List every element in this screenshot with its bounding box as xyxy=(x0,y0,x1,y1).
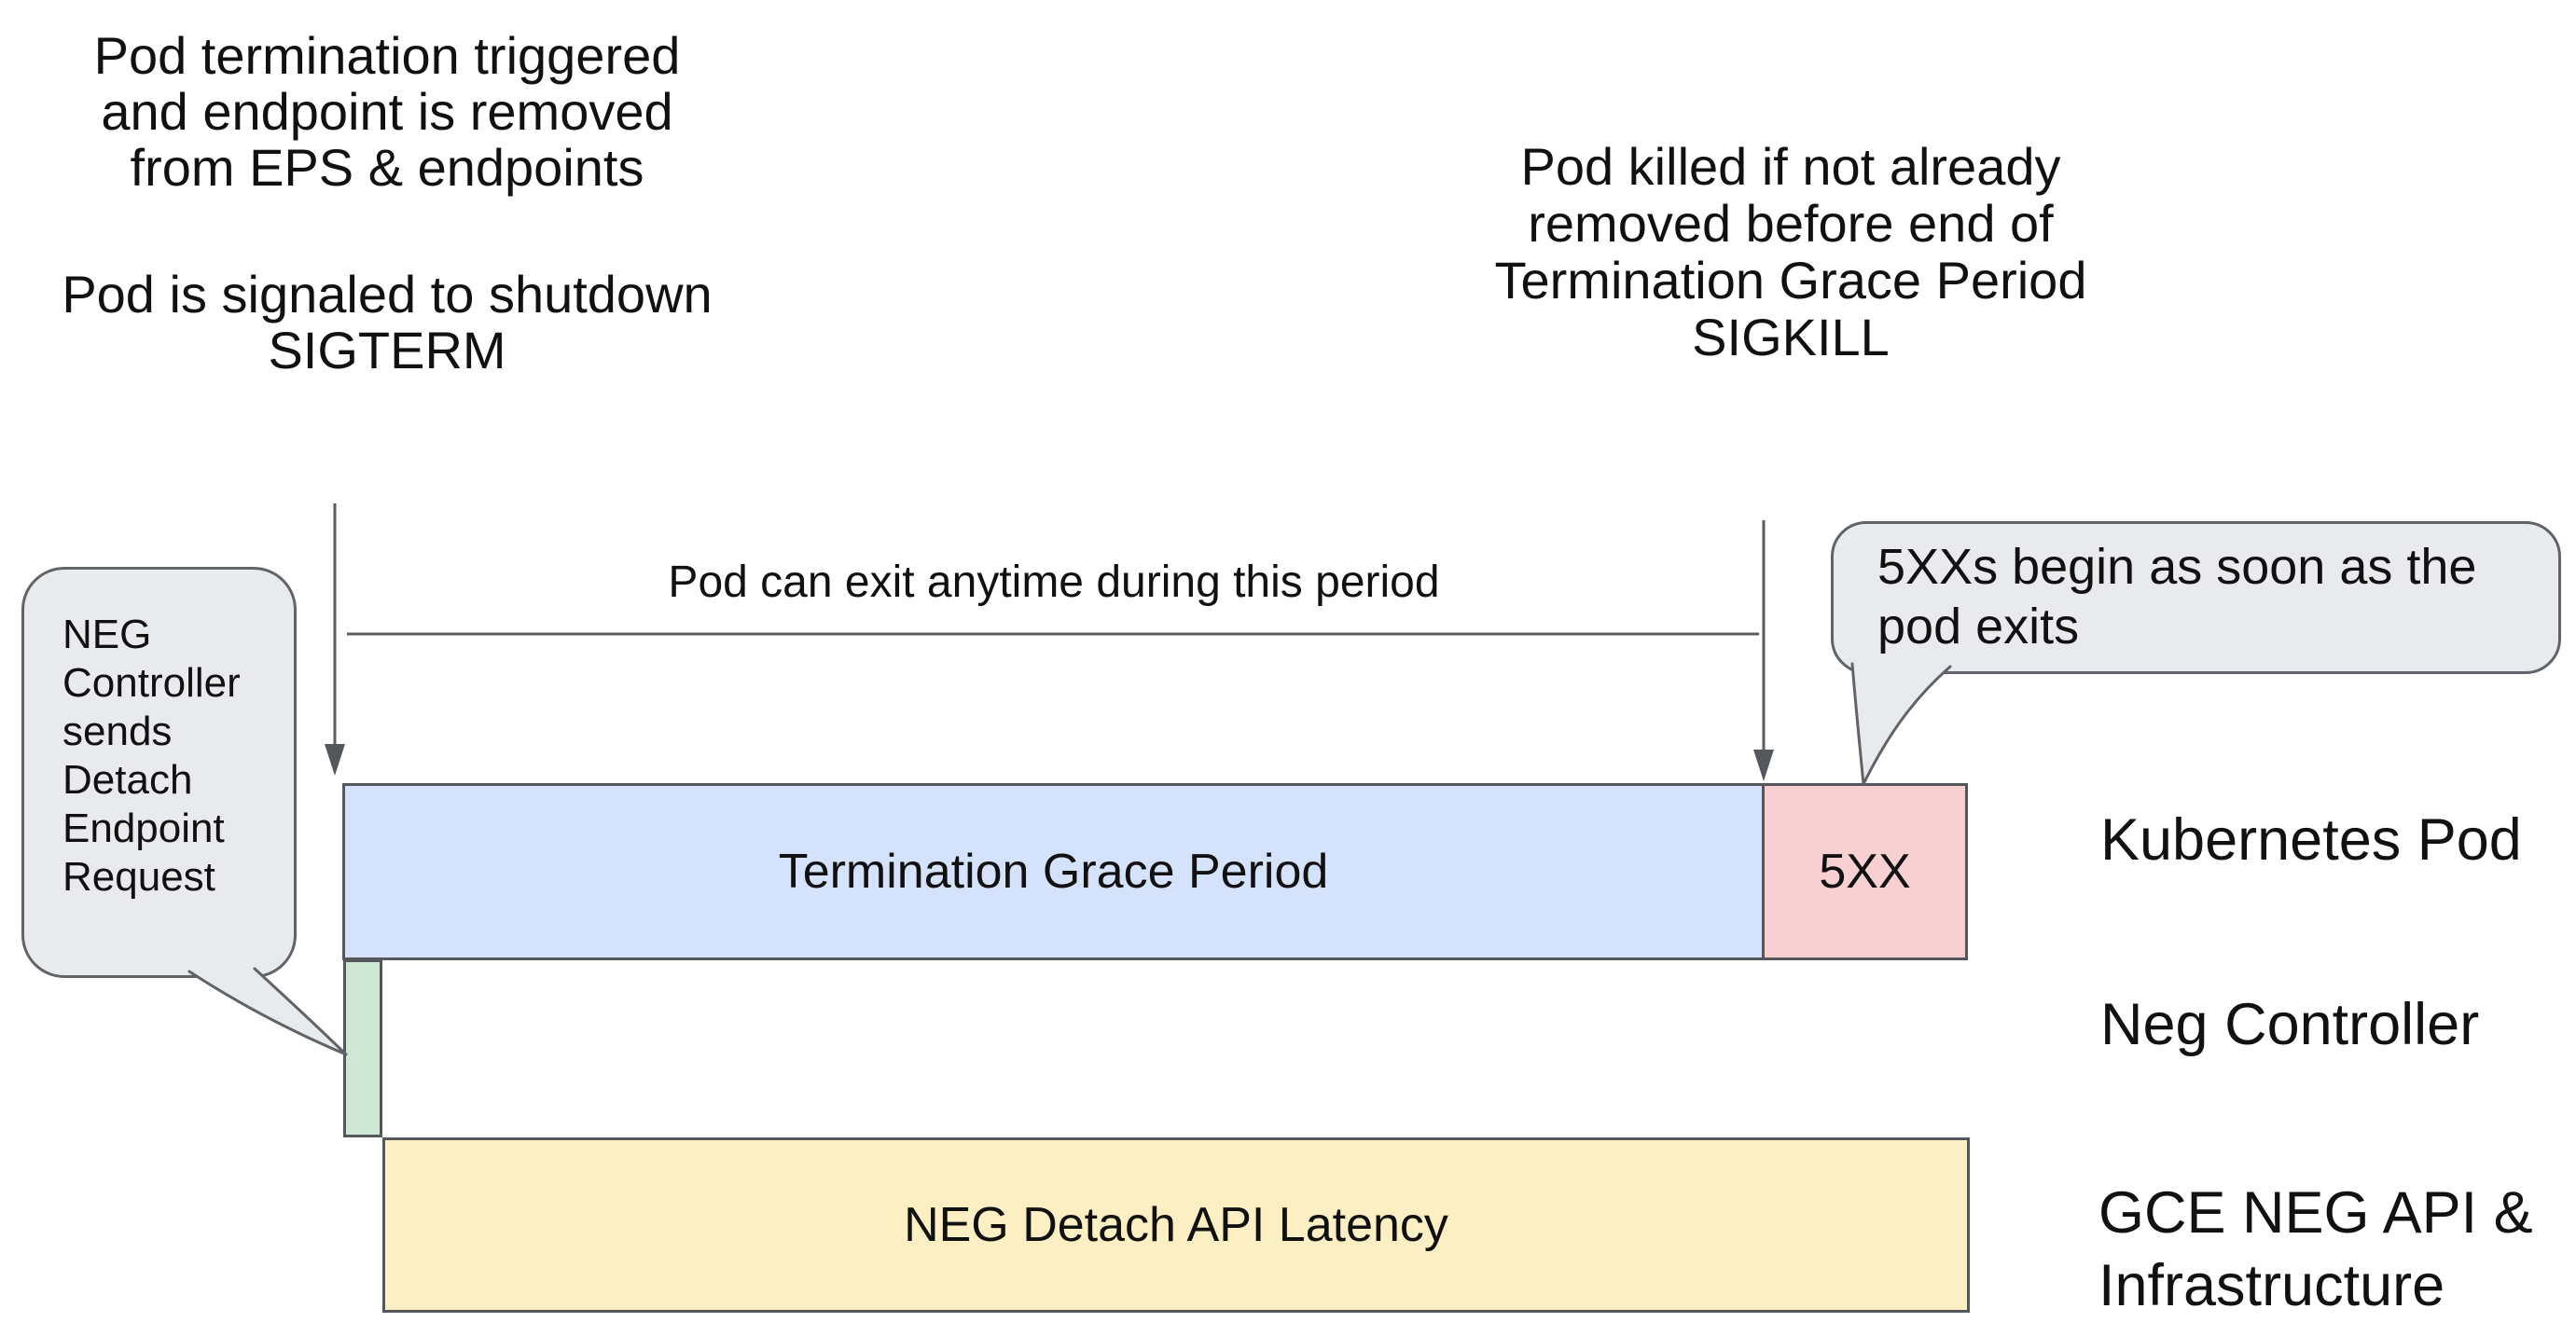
annotation-line: SIGTERM xyxy=(268,321,506,379)
callout-tail-right xyxy=(1850,662,1952,786)
bar-detach-endpoint-request xyxy=(343,959,382,1137)
annotation-line: Pod is signaled to shutdown xyxy=(62,265,713,324)
bar-5xx-errors: 5XX xyxy=(1765,783,1968,960)
annotation-line: Pod termination triggered xyxy=(93,26,681,85)
row-label-line: GCE NEG API & xyxy=(2098,1180,2533,1246)
callout-line: sends xyxy=(62,709,173,754)
row-label-kubernetes-pod: Kubernetes Pod xyxy=(2100,807,2522,873)
callout-line: 5XXs begin as soon as the xyxy=(1877,539,2477,595)
annotation-line: from EPS & endpoints xyxy=(130,138,644,197)
bar-label: NEG Detach API Latency xyxy=(904,1198,1448,1252)
annotation-pod-killed-sigkill: Pod killed if not already removed before… xyxy=(1441,138,2140,365)
annotation-pod-termination: Pod termination triggered and endpoint i… xyxy=(37,28,737,196)
row-label-neg-controller: Neg Controller xyxy=(2100,992,2480,1057)
annotation-line: Termination Grace Period xyxy=(1494,251,2087,310)
row-label-line: Infrastructure xyxy=(2098,1253,2445,1318)
annotation-pod-signaled-sigterm: Pod is signaled to shutdown SIGTERM xyxy=(37,267,737,379)
annotation-line: Pod killed if not already xyxy=(1520,137,2061,196)
callout-line: pod exits xyxy=(1877,599,2080,654)
callout-neg-controller-detach: NEG Controller sends Detach Endpoint Req… xyxy=(21,567,297,978)
sigterm-arrowhead-icon xyxy=(325,744,345,776)
callout-5xx-begin: 5XXs begin as soon as the pod exits xyxy=(1831,521,2561,674)
annotation-line: and endpoint is removed xyxy=(101,82,673,141)
bar-termination-grace-period: Termination Grace Period xyxy=(342,783,1765,960)
annotation-line: removed before end of xyxy=(1528,194,2054,253)
callout-tail-left xyxy=(187,967,348,1056)
callout-line: Endpoint xyxy=(62,806,225,851)
bar-label: 5XX xyxy=(1819,845,1911,899)
callout-line: Request xyxy=(62,854,215,900)
callout-line: Controller xyxy=(62,660,241,706)
bar-label: Termination Grace Period xyxy=(778,845,1329,899)
bar-neg-detach-api-latency: NEG Detach API Latency xyxy=(382,1137,1970,1313)
row-label-gce-neg-api: GCE NEG API & Infrastructure xyxy=(2098,1177,2533,1322)
callout-line: Detach xyxy=(62,757,193,803)
annotation-line: SIGKILL xyxy=(1692,308,1890,366)
callout-line: NEG xyxy=(62,612,152,657)
sigkill-arrowhead-icon xyxy=(1753,750,1774,781)
exit-period-label: Pod can exit anytime during this period xyxy=(668,558,1440,607)
